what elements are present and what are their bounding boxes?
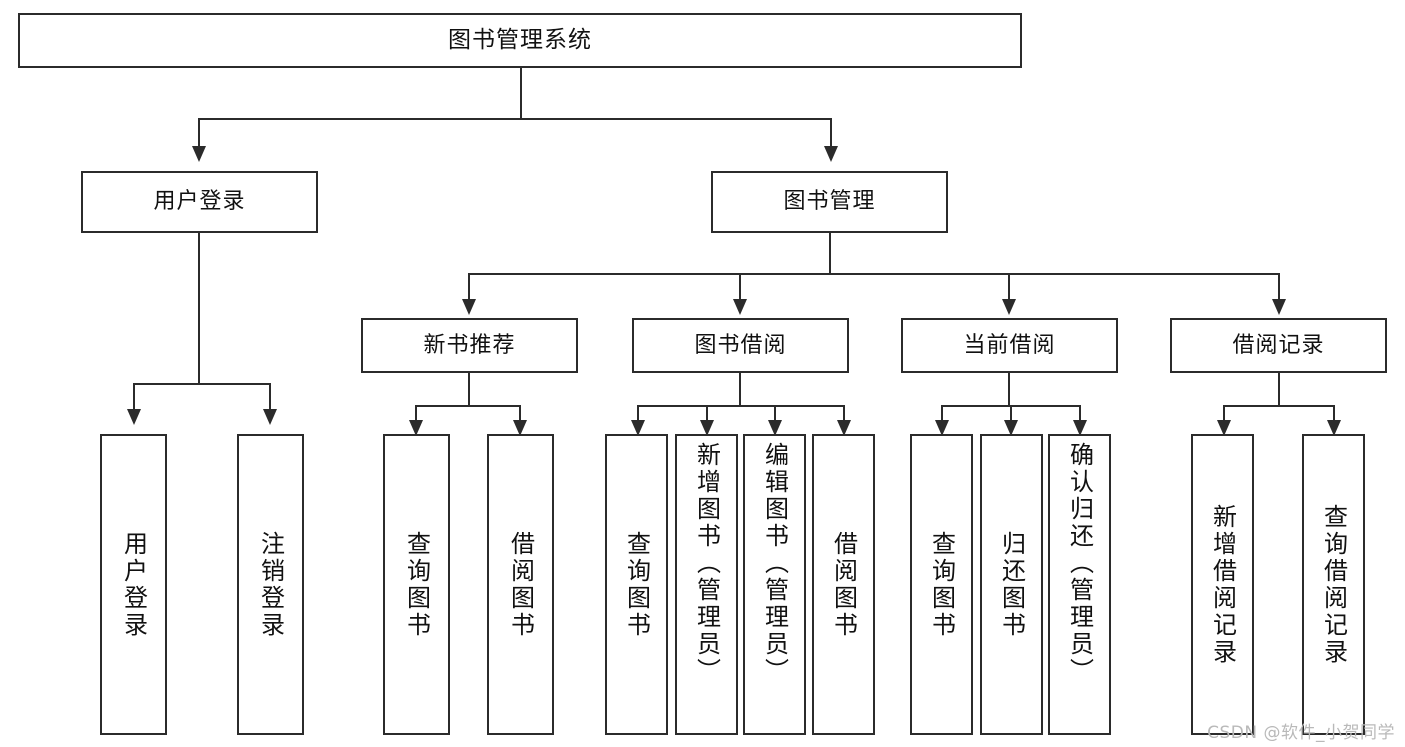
leaf-current-borrow-query-book[interactable]: 查询图书 xyxy=(910,434,973,735)
node-book-borrow[interactable]: 图书借阅 xyxy=(632,318,849,373)
node-label: 查询图书 xyxy=(402,530,431,639)
connector-user-login-to-leaf-0 xyxy=(133,383,135,411)
connector-root-to-book-management xyxy=(830,118,832,148)
connector-user-login-bar xyxy=(133,383,269,385)
arrowhead-bm-to-l3-2 xyxy=(1002,299,1016,315)
node-label: 用户登录 xyxy=(119,530,148,639)
leaf-book-borrow-edit-book-admin[interactable]: 编辑图书（管理员） xyxy=(743,434,806,735)
connector-br-stem xyxy=(1278,373,1280,405)
arrowhead-bm-to-l3-0 xyxy=(462,299,476,315)
connector-bb-to-leaf-1 xyxy=(706,405,708,423)
leaf-book-borrow-query-book[interactable]: 查询图书 xyxy=(605,434,668,735)
connector-bm-to-l3-2 xyxy=(1008,273,1010,301)
connector-nbr-stem xyxy=(468,373,470,405)
connector-root-bar xyxy=(198,118,832,120)
connector-user-login-stem xyxy=(198,233,200,383)
connector-cb-stem xyxy=(1008,373,1010,405)
node-label: 借阅图书 xyxy=(506,530,535,639)
leaf-current-borrow-confirm-return-admin[interactable]: 确认归还（管理员） xyxy=(1048,434,1111,735)
connector-cb-to-leaf-1 xyxy=(1010,405,1012,423)
arrowhead-user-login-to-leaf-0 xyxy=(127,409,141,425)
leaf-user-login-logout[interactable]: 注销登录 xyxy=(237,434,304,735)
leaf-borrow-record-query-record[interactable]: 查询借阅记录 xyxy=(1302,434,1365,735)
node-new-book-recommend[interactable]: 新书推荐 xyxy=(361,318,578,373)
connector-root-to-user-login xyxy=(198,118,200,148)
connector-nbr-to-leaf-0 xyxy=(415,405,417,423)
leaf-book-borrow-add-book-admin[interactable]: 新增图书（管理员） xyxy=(675,434,738,735)
connector-bb-stem xyxy=(739,373,741,405)
node-label: 新增借阅记录 xyxy=(1208,503,1237,666)
arrowhead-bb-to-leaf-1 xyxy=(700,420,714,436)
node-label: 图书管理 xyxy=(783,189,876,215)
connector-nbr-bar xyxy=(415,405,521,407)
node-root-book-management-system[interactable]: 图书管理系统 xyxy=(18,13,1022,68)
arrowhead-bm-to-l3-1 xyxy=(733,299,747,315)
connector-cb-to-leaf-0 xyxy=(941,405,943,423)
connector-root-stem xyxy=(520,68,522,118)
connector-bm-to-l3-0 xyxy=(468,273,470,301)
connector-br-bar xyxy=(1223,405,1335,407)
arrowhead-nbr-to-leaf-1 xyxy=(513,420,527,436)
connector-book-management-stem xyxy=(829,233,831,273)
node-label: 用户登录 xyxy=(153,189,246,215)
leaf-book-borrow-borrow-book[interactable]: 借阅图书 xyxy=(812,434,875,735)
node-borrow-record[interactable]: 借阅记录 xyxy=(1170,318,1387,373)
connector-user-login-to-leaf-1 xyxy=(269,383,271,411)
arrowhead-bb-to-leaf-0 xyxy=(631,420,645,436)
connector-bm-to-l3-1 xyxy=(739,273,741,301)
leaf-current-borrow-return-book[interactable]: 归还图书 xyxy=(980,434,1043,735)
node-current-borrow[interactable]: 当前借阅 xyxy=(901,318,1118,373)
node-user-login[interactable]: 用户登录 xyxy=(81,171,318,233)
connector-br-to-leaf-0 xyxy=(1223,405,1225,423)
connector-book-management-bar xyxy=(468,273,1280,275)
node-label: 图书管理系统 xyxy=(448,26,592,53)
node-label: 借阅图书 xyxy=(829,530,858,639)
arrowhead-bb-to-leaf-3 xyxy=(837,420,851,436)
leaf-new-book-query-book[interactable]: 查询图书 xyxy=(383,434,450,735)
node-label: 确认归还（管理员） xyxy=(1065,442,1094,685)
connector-bb-to-leaf-2 xyxy=(774,405,776,423)
node-label: 编辑图书（管理员） xyxy=(760,442,789,685)
arrowhead-bm-to-l3-3 xyxy=(1272,299,1286,315)
connector-nbr-to-leaf-1 xyxy=(519,405,521,423)
node-label: 图书借阅 xyxy=(694,332,787,358)
node-label: 归还图书 xyxy=(997,530,1026,639)
arrowhead-cb-to-leaf-2 xyxy=(1073,420,1087,436)
node-label: 新增图书（管理员） xyxy=(692,442,721,685)
connector-bm-to-l3-3 xyxy=(1278,273,1280,301)
node-label: 查询图书 xyxy=(622,530,651,639)
arrowhead-br-to-leaf-1 xyxy=(1327,420,1341,436)
leaf-new-book-borrow-book[interactable]: 借阅图书 xyxy=(487,434,554,735)
node-label: 查询图书 xyxy=(927,530,956,639)
connector-bb-bar xyxy=(637,405,845,407)
arrowhead-root-to-user-login xyxy=(192,146,206,162)
arrowhead-nbr-to-leaf-0 xyxy=(409,420,423,436)
arrowhead-user-login-to-leaf-1 xyxy=(263,409,277,425)
connector-bb-to-leaf-0 xyxy=(637,405,639,423)
arrowhead-cb-to-leaf-1 xyxy=(1004,420,1018,436)
leaf-user-login-login[interactable]: 用户登录 xyxy=(100,434,167,735)
node-book-management[interactable]: 图书管理 xyxy=(711,171,948,233)
node-label: 新书推荐 xyxy=(423,332,516,358)
arrowhead-cb-to-leaf-0 xyxy=(935,420,949,436)
node-label: 当前借阅 xyxy=(963,332,1056,358)
connector-cb-to-leaf-2 xyxy=(1079,405,1081,423)
node-label: 注销登录 xyxy=(256,530,285,639)
arrowhead-bb-to-leaf-2 xyxy=(768,420,782,436)
connector-br-to-leaf-1 xyxy=(1333,405,1335,423)
arrowhead-root-to-book-management xyxy=(824,146,838,162)
connector-bb-to-leaf-3 xyxy=(843,405,845,423)
leaf-borrow-record-add-record[interactable]: 新增借阅记录 xyxy=(1191,434,1254,735)
node-label: 借阅记录 xyxy=(1232,332,1325,358)
arrowhead-br-to-leaf-0 xyxy=(1217,420,1231,436)
node-label: 查询借阅记录 xyxy=(1319,503,1348,666)
csdn-watermark: CSDN @软件_小贺同学 xyxy=(1207,723,1395,743)
